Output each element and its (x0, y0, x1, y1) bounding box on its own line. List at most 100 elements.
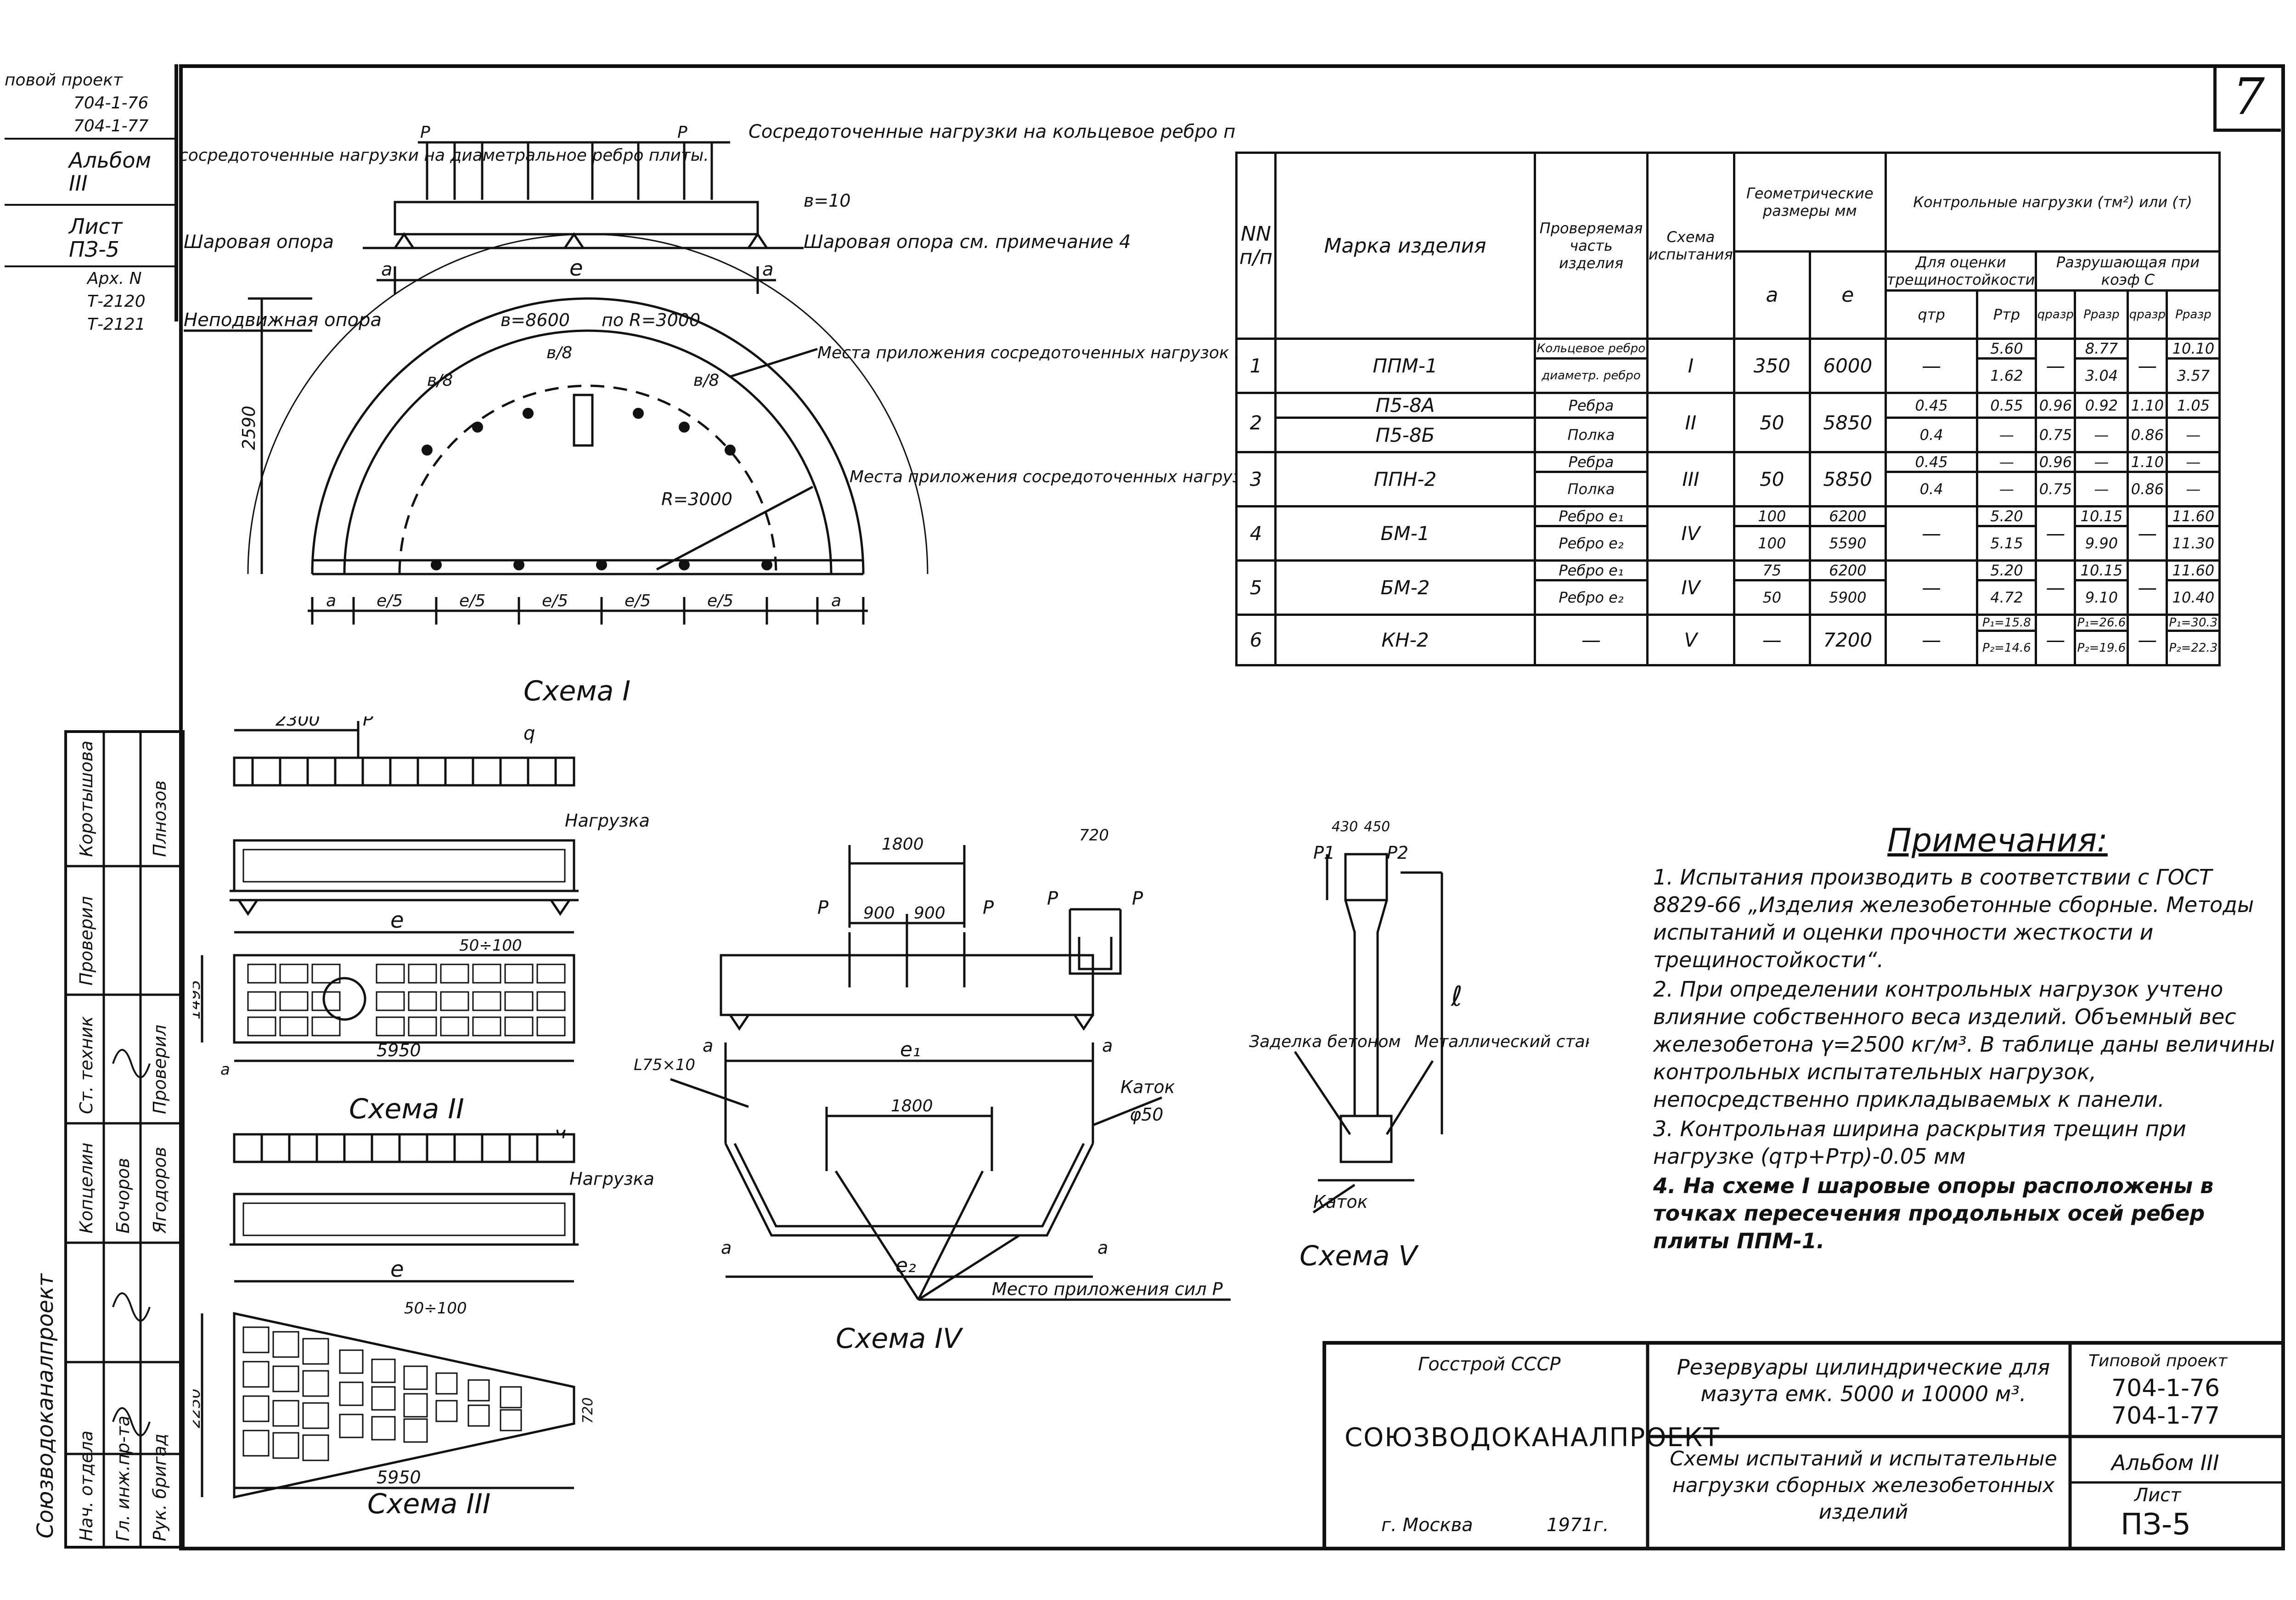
cell-q16: — (2127, 338, 2168, 394)
s1-label-ring: Сосредоточенные нагрузки на кольцевое ре… (748, 121, 1235, 142)
cell-a: 75 (1733, 559, 1811, 581)
cell-a: 350 (1733, 338, 1811, 394)
title-block: Госстрой СССР СОЮЗВОДОКАНАЛПРОЕКТ г. Мос… (1322, 1341, 2281, 1547)
cell-p14: — (2074, 451, 2129, 473)
s4-roller-d: φ50 (1130, 1104, 1163, 1125)
cell-grid (242, 849, 566, 1037)
s4-label-p: P (817, 897, 829, 918)
cell-ptr: 5.20 (1976, 505, 2037, 527)
s3-dim-2250: 2250 (193, 1388, 204, 1428)
s1-label-b8: в/8 (427, 371, 453, 390)
cell-q16: 1.10 (2127, 451, 2168, 473)
cell-qtr: 0.4 (1884, 471, 1979, 507)
s1-label-a-left: a (381, 259, 393, 280)
cell-part: Полка (1534, 471, 1649, 507)
cell-ptr: 1.62 (1976, 357, 2037, 394)
tb-city: г. Москва (1381, 1515, 1473, 1536)
s5-cup: Металлический стакан (1414, 1032, 1589, 1051)
s2-label-p: P (363, 716, 373, 730)
cell-q14: — (2035, 338, 2077, 394)
tb-title2: Схемы испытаний и испытательные нагрузки… (1670, 1447, 2057, 1524)
s5-dim-450: 450 (1364, 819, 1390, 835)
cell-p14: 10.15 (2074, 559, 2129, 581)
table-row: P₂=14.6 P₂=19.6 P₂=22.3 (1237, 630, 2221, 666)
cell-mark: КН-2 (1274, 614, 1536, 666)
s1-label-b8: в/8 (693, 371, 719, 390)
s3-dim-720: 720 (580, 1397, 596, 1424)
s4-dim-720: 720 (1079, 826, 1109, 845)
table-row: 3 ППН-2 Ребра III 50 5850 0.45 — 0.96 — … (1235, 451, 2221, 507)
cell-ptr: P₂=14.6 (1976, 630, 2037, 666)
cell-e: 6200 (1808, 505, 1887, 527)
signature-mark (112, 1049, 151, 1078)
tb-gosstroy: Госстрой СССР (1418, 1354, 1561, 1375)
s1-label-r3000: по R=3000 (602, 310, 700, 330)
s5-roller: Каток (1313, 1192, 1368, 1212)
table-row: 5 БМ-2 Ребро e₁ IV 75 6200 — 5.20 — 10.1… (1235, 559, 2221, 616)
cell-scheme: I (1646, 338, 1735, 394)
th-c16-q: qразр (2127, 289, 2168, 340)
cell-p16: — (2166, 471, 2221, 507)
cell-part: Ребра (1534, 392, 1649, 419)
left-margin-info: повой проект 704-1-76 704-1-77 Альбом II… (5, 69, 174, 336)
s4-label-a: a (1102, 1036, 1113, 1056)
tb-title1: Резервуары цилиндрические для мазута емк… (1677, 1355, 2050, 1406)
tb-proj-code-2: 704-1-77 (2111, 1402, 2220, 1430)
signature-mark (112, 1292, 151, 1322)
s1-label-a-bottom: a (831, 592, 841, 610)
table-row: 1 ППМ-1 Кольцевое ребро I 350 6000 — 5.6… (1235, 338, 2221, 394)
title-block-grid (1646, 1345, 2281, 1547)
s4-label-e1: e₁ (900, 1038, 921, 1061)
th-num: NN п/п (1235, 152, 1277, 340)
cell-p14: P₁=26.6 (2074, 614, 2129, 632)
load-points (422, 408, 772, 570)
org-vertical-label: Союзводоканалпроект (33, 1273, 58, 1538)
cell-num: 4 (1235, 505, 1277, 562)
cell-a: 100 (1733, 525, 1811, 562)
s3-dim-5950: 5950 (377, 1467, 421, 1487)
s4-label-e2: e₂ (895, 1254, 916, 1277)
cell-mark: ППН-2 (1274, 451, 1536, 507)
s1-label-place-ring: Места приложения сосредоточенных нагрузо… (817, 344, 1235, 362)
scheme-3-caption: Схема III (367, 1488, 491, 1520)
stamp-role-4: Ст. техник (76, 1016, 96, 1114)
project-label: повой проект (5, 71, 123, 90)
s1-label-ball-right: Шаровая опора см. примечание 4 (804, 231, 1131, 253)
cell-a: 50 (1733, 579, 1811, 616)
cell-e: 6000 (1808, 338, 1887, 394)
load-arrows (251, 758, 557, 785)
s1-label-e5: e/5 (625, 592, 651, 610)
s2-load-label: Нагрузка (565, 811, 650, 831)
note-item: 1. Испытания производить в соответствии … (1653, 865, 2254, 972)
notes-title: Примечания: (1887, 822, 2108, 859)
drawing-frame (179, 64, 2285, 1550)
cell-part: Ребро e₂ (1534, 525, 1649, 562)
cell-q16: 0.86 (2127, 417, 2168, 453)
stamp-name-5: Ягодоров (150, 1147, 170, 1234)
s1-label-a-right: a (762, 259, 774, 280)
s1-label-place-diam: Места приложения сосредоточенных нагрузо… (850, 468, 1235, 486)
cell-e: 6200 (1808, 559, 1887, 581)
sheet-number: 7 (2213, 64, 2281, 132)
cell-scheme: II (1646, 392, 1735, 453)
cell-mark: П5-8Б (1274, 417, 1536, 453)
cell-e: 5850 (1808, 451, 1887, 507)
s2-label-q: q (523, 723, 535, 744)
cell-p14: — (2074, 417, 2129, 453)
scheme-3-drawing: q Нагрузка e 50÷100 2250 720 5950 (193, 1130, 654, 1499)
stamp-role-3: Рук. бригад (150, 1434, 170, 1541)
test-loads-table: NN п/п Марка изделия Проверяемая часть и… (1235, 152, 2221, 666)
s1-label-2590: 2590 (239, 406, 259, 450)
cell-p16: 10.10 (2166, 338, 2221, 360)
cell-part: Кольцевое ребро (1534, 338, 1649, 360)
s5-embed: Заделка бетоном (1249, 1032, 1401, 1051)
cell-ptr: — (1976, 451, 2037, 473)
cell-mark: БМ-1 (1274, 505, 1536, 562)
cell-qtr: — (1884, 338, 1979, 394)
stamp-name-2: Плнозов (150, 780, 170, 857)
cell-ptr: 5.20 (1976, 559, 2037, 581)
s5-label-l: ℓ (1451, 980, 1463, 1013)
s4-label-p: P (1047, 888, 1058, 909)
s1-label-radius: R=3000 (661, 489, 732, 509)
cell-mark: ППМ-1 (1274, 338, 1536, 394)
